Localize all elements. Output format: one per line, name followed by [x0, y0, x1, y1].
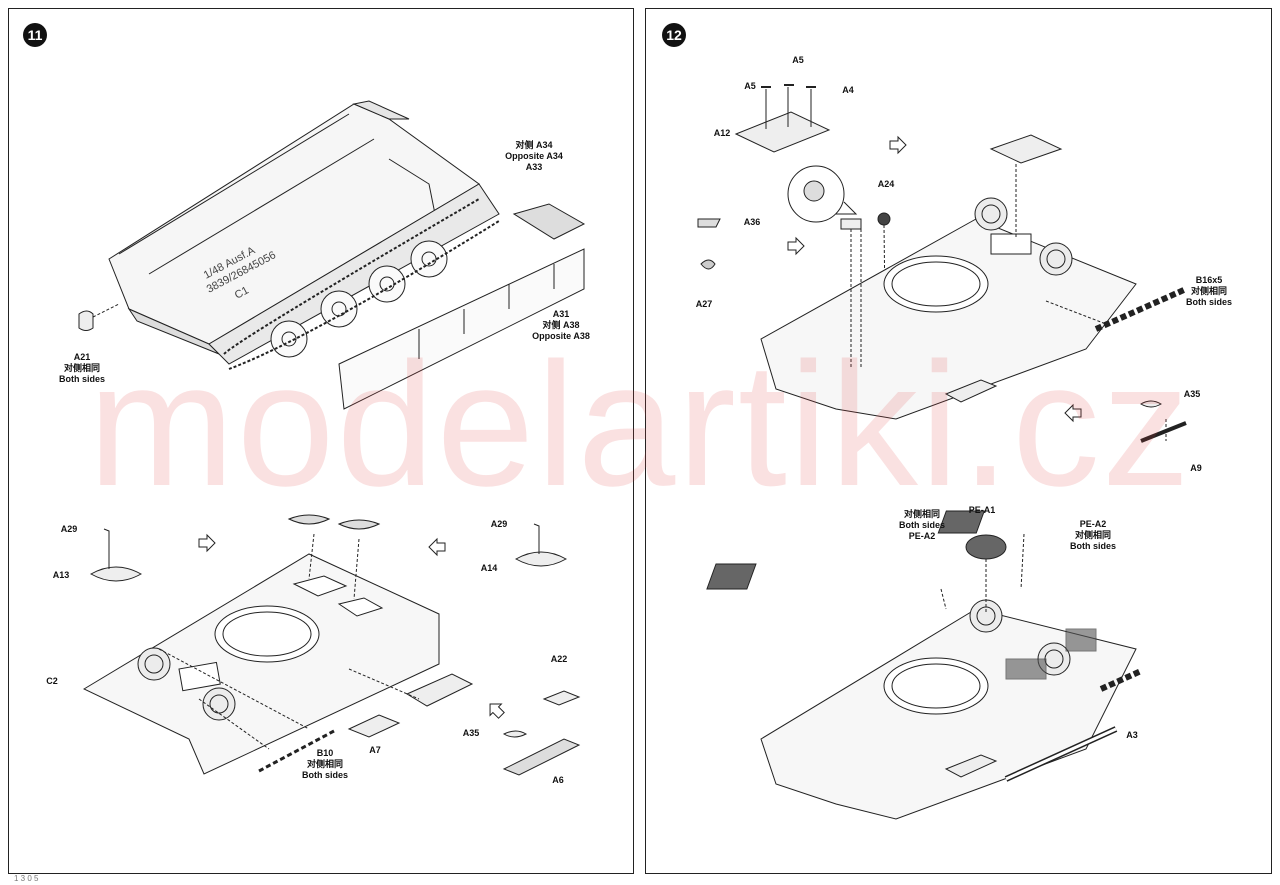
label-a4: A4: [842, 85, 854, 95]
label-pe-a2-right: PE-A2 对侧相同 Both sides: [1069, 519, 1117, 551]
footer-mark: 1 3 0 5: [14, 874, 39, 883]
label-b16: B16x5 对侧相同 Both sides: [1185, 275, 1233, 307]
label-a5-left: A5: [744, 81, 756, 91]
label-a13: A13: [52, 570, 70, 580]
label-a24: A24: [877, 179, 895, 189]
label-a3: A3: [1126, 730, 1138, 740]
label-a36: A36: [743, 217, 761, 227]
label-a22: A22: [550, 654, 568, 664]
step-11-panel: 11 1/48 Ausf.A: [8, 8, 634, 874]
label-b10: B10 对侧相同 Both sides: [301, 748, 349, 780]
step-number-badge: 11: [23, 23, 47, 47]
label-pe-a1: PE-A1: [968, 505, 996, 515]
label-a29-right: A29: [490, 519, 508, 529]
label-a35-left: A35: [462, 728, 480, 738]
label-a29-left: A29: [60, 524, 78, 534]
step-number-badge: 12: [662, 23, 686, 47]
label-a27: A27: [695, 299, 713, 309]
step-11-drawing: 1/48 Ausf.A 3839/26845056 C1: [78, 100, 586, 776]
label-a7: A7: [369, 745, 381, 755]
label-c2: C2: [46, 676, 58, 686]
label-a12: A12: [713, 128, 731, 138]
label-a14: A14: [480, 563, 498, 573]
label-a9: A9: [1190, 463, 1202, 473]
label-a21: A21 对侧相同 Both sides: [58, 352, 106, 384]
step-12-panel: 12: [645, 8, 1272, 874]
label-a6: A6: [552, 775, 564, 785]
label-a33: 对侧 A34 Opposite A34 A33: [505, 140, 563, 172]
hull-stencil-3: C1: [233, 284, 251, 301]
label-a5-top: A5: [792, 55, 804, 65]
label-a35-right: A35: [1183, 389, 1201, 399]
step-12-drawing: [697, 84, 1188, 820]
label-a31: A31 对侧 A38 Opposite A38: [532, 309, 590, 341]
label-pe-a2-left: 对侧相同 Both sides PE-A2: [898, 509, 946, 541]
